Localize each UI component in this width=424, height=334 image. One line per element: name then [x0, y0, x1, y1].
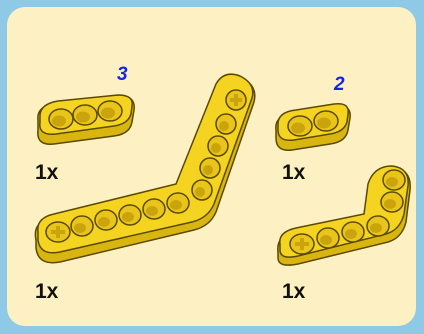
beam-2-size-label: 2 — [334, 74, 345, 95]
technic-l-beam-icon — [277, 165, 411, 266]
bent-beam-quantity: 1x — [35, 280, 59, 303]
l-beam-quantity: 1x — [282, 280, 306, 303]
beam-3-quantity: 1x — [35, 161, 59, 184]
beam-2-quantity: 1x — [282, 161, 306, 184]
technic-bent-beam-icon — [34, 73, 256, 264]
beam-3-size-label: 3 — [117, 64, 128, 85]
technic-beam-2-icon — [275, 102, 351, 151]
technic-beam-3-icon — [37, 94, 135, 145]
